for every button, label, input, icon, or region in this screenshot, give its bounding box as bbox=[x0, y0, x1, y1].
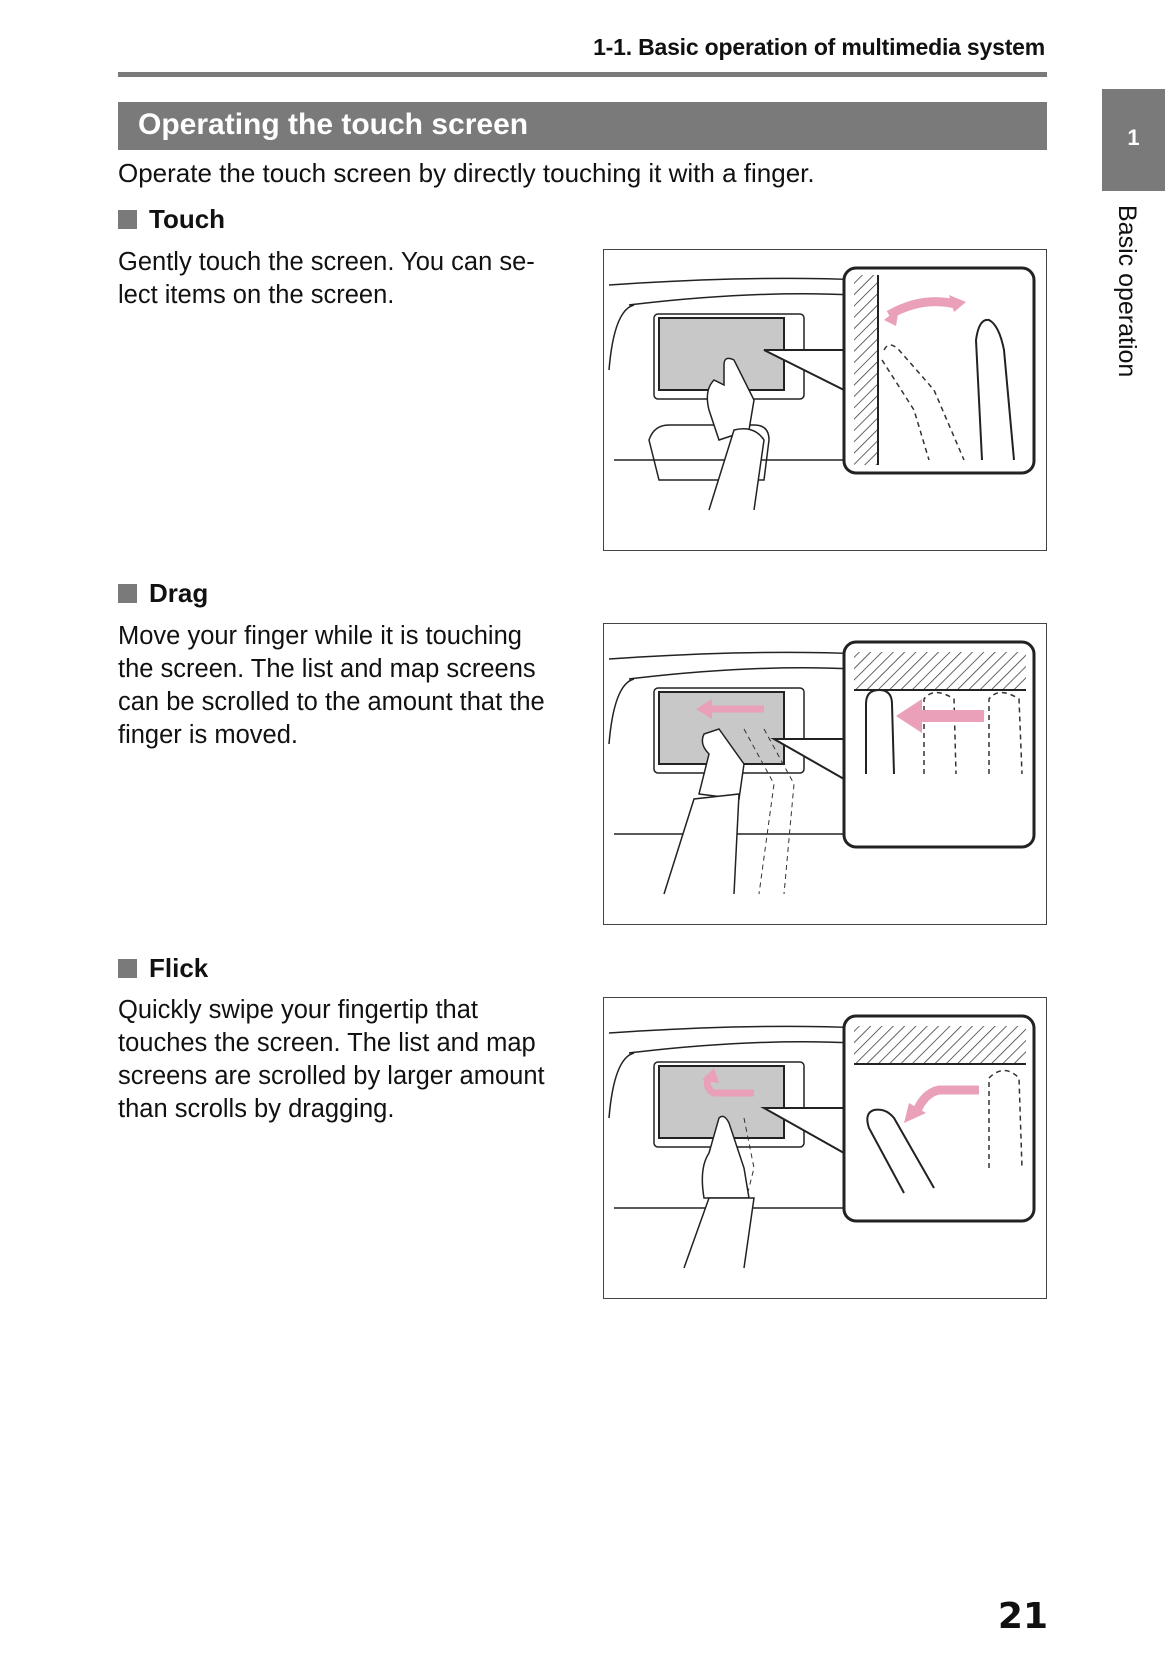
section-intro: Operate the touch screen by directly tou… bbox=[118, 158, 815, 188]
subheading-touch: Touch bbox=[118, 204, 225, 235]
subheading-drag: Drag bbox=[118, 578, 208, 609]
square-bullet-icon bbox=[118, 210, 137, 229]
touch-description: Gently touch the screen. You can se- lec… bbox=[118, 248, 535, 309]
section-title: Operating the touch screen bbox=[138, 108, 529, 141]
square-bullet-icon bbox=[118, 959, 137, 978]
subheading-flick: Flick bbox=[118, 953, 208, 984]
chapter-number: 1 bbox=[1127, 125, 1140, 150]
page-number: 21 bbox=[997, 1596, 1048, 1637]
chapter-tab[interactable]: 1 bbox=[1102, 89, 1165, 191]
flick-description: Quickly swipe your fingertip that touche… bbox=[118, 996, 545, 1123]
chapter-label: Basic operation bbox=[1113, 205, 1141, 378]
drag-illustration bbox=[603, 623, 1047, 925]
chapter-header: 1-1. Basic operation of multimedia syste… bbox=[593, 34, 1045, 60]
drag-description: Move your finger while it is touching th… bbox=[118, 622, 545, 749]
flick-figure-svg bbox=[608, 1014, 1036, 1269]
touch-illustration bbox=[603, 249, 1047, 551]
square-bullet-icon bbox=[118, 584, 137, 603]
flick-illustration bbox=[603, 997, 1047, 1299]
section-title-bar: Operating the touch screen bbox=[118, 102, 1047, 150]
drag-figure-svg bbox=[608, 640, 1036, 895]
touch-figure-svg bbox=[608, 266, 1036, 511]
header-rule bbox=[118, 72, 1047, 77]
